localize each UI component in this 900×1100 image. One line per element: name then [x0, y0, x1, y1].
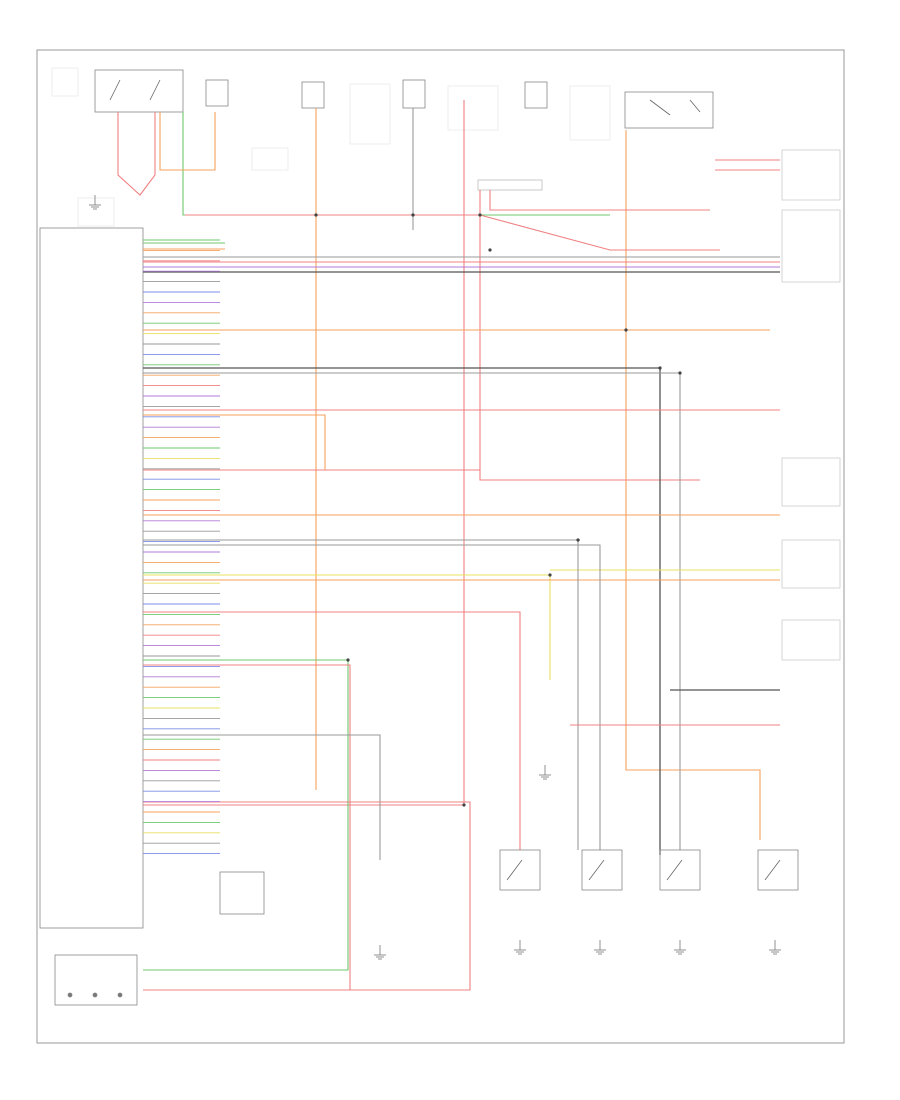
sensor-connector [781, 619, 841, 661]
door-switch-2 [581, 849, 623, 891]
connector-dots [314, 213, 682, 807]
wire-fuse3-red [143, 100, 465, 806]
fuse-block-2 [301, 81, 325, 109]
fuse-block-4 [524, 81, 548, 109]
wire-gray-2 [143, 539, 579, 850]
wire-flasher-orange [159, 112, 216, 171]
splice-dot-8 [678, 371, 682, 375]
emergency-flasher-switch [94, 69, 184, 113]
splice-dot-1 [411, 213, 415, 217]
splice-dot-3 [488, 248, 492, 252]
wire-red-long3 [143, 664, 351, 991]
wires [117, 100, 780, 991]
radio-module [54, 954, 138, 1006]
top-components [94, 69, 714, 191]
wire-red-h [185, 214, 720, 251]
ground-symbols [89, 195, 781, 960]
splice-dot-5 [658, 366, 662, 370]
door-switch-4 [757, 849, 799, 891]
splice-dot-4 [624, 328, 628, 332]
wire-green-long [143, 659, 349, 971]
wire-red-long2 [489, 190, 710, 211]
wire-red-pin [143, 611, 521, 850]
top-component-labels [51, 67, 611, 227]
right-components [781, 149, 841, 661]
fuse-block-3 [402, 79, 426, 109]
interior-lamp-connector [781, 457, 841, 507]
page-border [36, 49, 845, 1044]
central-control-module [39, 227, 144, 929]
wire-gray-low [143, 734, 381, 860]
wire-gray-3 [143, 544, 601, 850]
ground-symbol-3 [514, 940, 526, 955]
hood-switch [219, 871, 265, 915]
junction-box [477, 179, 543, 191]
splice-dot-10 [462, 803, 466, 807]
splice-dot-7 [576, 538, 580, 542]
body-control-connector [781, 209, 841, 283]
ground-symbol-0 [89, 195, 101, 210]
splice-dot-9 [346, 658, 350, 662]
bottom-components [54, 849, 799, 1006]
wire-orange-1 [143, 414, 326, 470]
splice-dot-6 [548, 573, 552, 577]
alarm-siren-connector [781, 539, 841, 589]
ignition-switch [624, 91, 714, 129]
ground-symbol-2 [374, 945, 386, 960]
wire-yellow-1 [143, 574, 551, 680]
wire-red-long [479, 190, 700, 481]
splice-dot-2 [478, 213, 482, 217]
door-switch-1 [499, 849, 541, 891]
ground-symbol-4 [594, 940, 606, 955]
ground-symbol-5 [674, 940, 686, 955]
ground-symbol-6 [769, 940, 781, 955]
wire-flasher-green [182, 112, 610, 216]
transmission-connector [781, 149, 841, 201]
wire-red-low2 [143, 801, 471, 991]
fuse-block-1 [205, 79, 229, 107]
wire-ign-red [625, 130, 761, 840]
door-switch-3 [659, 849, 701, 891]
ground-symbol-1 [539, 765, 551, 780]
splice-dot-0 [314, 213, 318, 217]
wire-flasher-red [117, 112, 156, 196]
